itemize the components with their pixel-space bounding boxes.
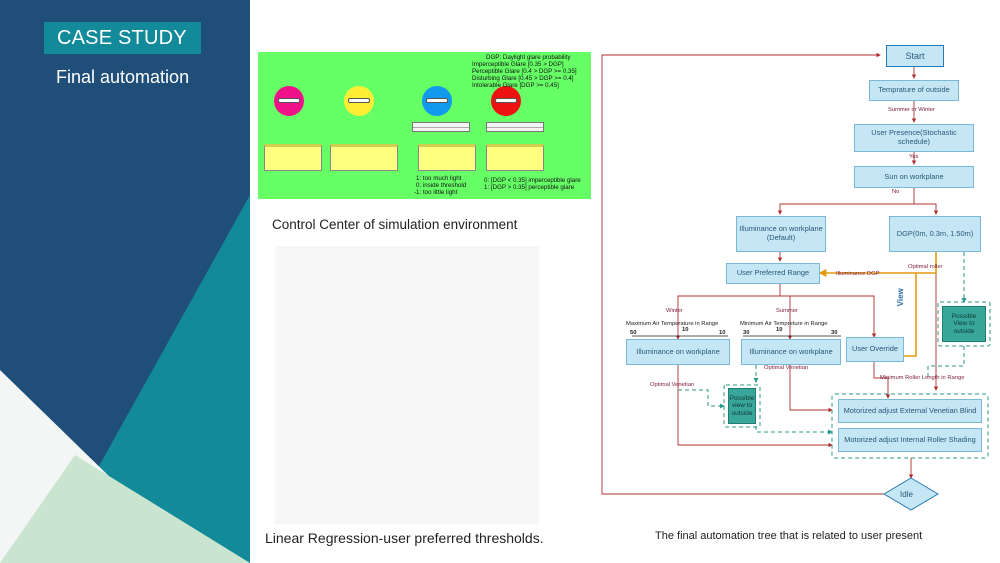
label-min-air-temperature: Minimum Air Tempreture in Range (740, 321, 828, 327)
node-possible-view-center: Possible view to outside (728, 388, 756, 424)
label-optimal-roller: Optimal roller (908, 264, 943, 270)
node-outside-temperature: Temprature of outside (869, 80, 959, 101)
node-possible-view-right: Possible View to outside (942, 306, 986, 342)
legend-line: Intolerable Glare [DGP >= 0.45] (472, 82, 559, 89)
idle-diamond (883, 477, 939, 511)
indicator-circle-2 (344, 86, 374, 116)
scale-right-b: 10 (776, 327, 783, 333)
node-illuminance-summer: Illuminance on workplane (741, 339, 841, 365)
label-summer: Summer (776, 308, 798, 314)
indicator-circle-4 (491, 86, 521, 116)
control-center-caption: Control Center of simulation environment (272, 217, 518, 232)
scale-left-c: 10 (719, 330, 726, 336)
title-panel: CASE STUDY Final automation (0, 0, 250, 563)
node-user-override: User Override (846, 337, 904, 362)
indicator-slider (278, 98, 300, 103)
panel-box-4 (486, 144, 544, 171)
node-roller-shading: Motorized adjust Internal Roller Shading (838, 428, 982, 452)
indicator-slider (495, 98, 517, 103)
regression-caption: Linear Regression-user preferred thresho… (265, 530, 544, 546)
indicator-line: 0: inside threshold (416, 182, 467, 189)
label-winter: Winter (666, 308, 683, 314)
indicator-circle-3 (422, 86, 452, 116)
node-sun-on-workplane: Sun on workplane (854, 166, 974, 188)
node-idle: Idle (900, 490, 913, 499)
node-illuminance-default: Illuminance on workplane (Default) (736, 216, 826, 252)
label-illuminance-dgp: Illuminance DGP (836, 271, 880, 277)
label-summer-or-winter: Summer or Winter (888, 107, 936, 113)
panel-table-1 (412, 122, 470, 132)
panel-box-1 (264, 144, 322, 171)
automation-flowchart: Start Temprature of outside User Presenc… (598, 40, 998, 530)
label-min-roller-length: Minimum Roller Length in Range (880, 375, 965, 381)
legend-line: Disturbing Glare [0.45 > DGP >= 0.4] (472, 75, 574, 82)
scale-right-c: 30 (831, 330, 838, 336)
node-illuminance-winter: Illuminance on workplane (626, 339, 730, 365)
indicator-slider (348, 98, 370, 103)
node-user-preferred-range: User Preferred Range (726, 263, 820, 284)
label-yes: Yes (909, 154, 919, 160)
indicator-slider (426, 98, 448, 103)
node-start: Start (886, 45, 944, 67)
case-study-badge: CASE STUDY (44, 22, 201, 54)
legend-line: Perceptible Glare [0.4 > DGP >= 0.35] (472, 68, 577, 75)
panel-box-2 (330, 144, 398, 171)
flowchart-caption: The final automation tree that is relate… (655, 530, 923, 542)
flowchart-connectors (601, 52, 991, 511)
indicator-line: -1: too little light (414, 189, 458, 196)
panel-box-3 (418, 144, 476, 171)
indicator-line: 1: too much light (416, 175, 462, 182)
control-center-screenshot: DGP: Daylight glare probability Impercep… (258, 52, 591, 199)
node-user-presence: User Presence(Stochastic schedule) (854, 124, 974, 152)
indicator-circle-1 (274, 86, 304, 116)
slide-title: Final automation (56, 67, 190, 87)
mint-triangle (0, 455, 250, 563)
label-optimal-venetian-mid: Optimal Venetian (764, 365, 809, 371)
label-view: View (895, 288, 905, 307)
legend-line: DGP: Daylight glare probability (486, 54, 571, 61)
label-max-air-temperature: Maximum Air Temperature in Range (626, 321, 719, 327)
glare-line: 1: [DGP > 0.35] perceptible glare (484, 184, 575, 191)
glare-line: 0: [DGP < 0.35] imperceptible glare (484, 177, 581, 184)
regression-image-placeholder (275, 246, 539, 524)
scale-left-b: 10 (682, 327, 689, 333)
panel-table-2 (486, 122, 544, 132)
node-venetian-blind: Motorized adjust External Venetian Blind (838, 399, 982, 423)
label-no: No (892, 189, 900, 195)
scale-right-a: 30 (743, 330, 750, 336)
scale-left-a: 50 (630, 330, 637, 336)
legend-line: Imperceptible Glare [0.35 > DGP] (472, 61, 564, 68)
node-dgp: DGP(0m, 0.3m, 1.50m) (889, 216, 981, 252)
panel-decoration (0, 195, 250, 563)
label-optimal-venetian-left: Optimal Venetian (650, 382, 695, 388)
